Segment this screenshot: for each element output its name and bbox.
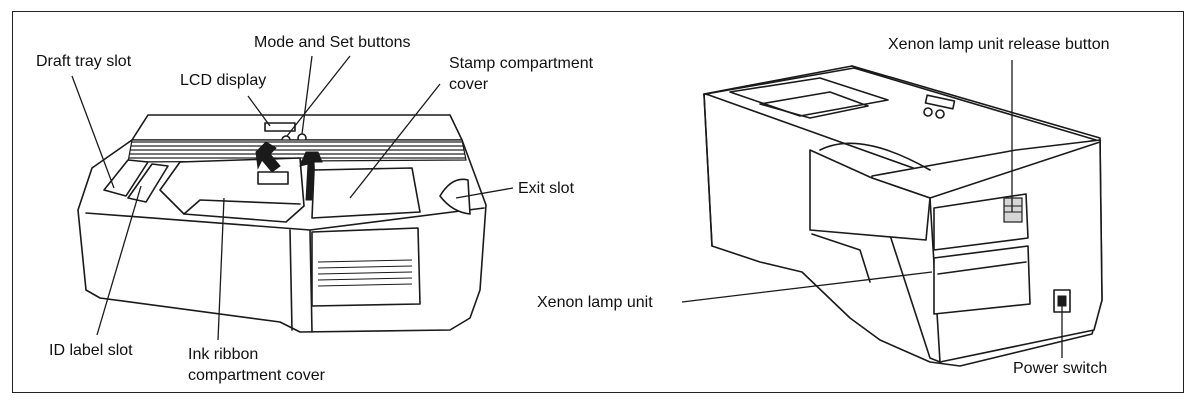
left-printer-illustration (77, 114, 487, 333)
lamp-release-button-icon (1003, 197, 1023, 223)
lamp-unit-shape (933, 245, 1031, 315)
lcd-display-window (264, 122, 296, 132)
label-stamp-cover-line2: cover (449, 76, 489, 93)
lift-arrow-icon-2 (299, 151, 323, 201)
right-leader-lines (681, 60, 1063, 358)
label-ink-ribbon-line1: Ink ribbon (188, 346, 259, 363)
label-draft-tray-slot: Draft tray slot (36, 53, 132, 70)
label-id-label-slot: ID label slot (49, 342, 133, 359)
lift-arrow-icon (255, 141, 281, 173)
label-exit-slot: Exit slot (518, 180, 575, 197)
label-lcd-display: LCD display (180, 72, 267, 89)
exit-slot-shape (439, 178, 471, 215)
right-printer-illustration (703, 65, 1103, 367)
id-label-slot-shape (127, 163, 169, 203)
label-power-switch: Power switch (1013, 360, 1108, 377)
label-mode-set-buttons: Mode and Set buttons (254, 34, 411, 51)
label-stamp-cover-line1: Stamp compartment (449, 55, 594, 72)
figure-frame (12, 11, 1184, 393)
draft-tray-slot-shape (103, 159, 149, 197)
label-lamp-unit: Xenon lamp unit (537, 294, 653, 311)
label-ink-ribbon-line2: compartment cover (188, 367, 325, 384)
lcd-display-right (924, 94, 956, 110)
label-lamp-release-button: Xenon lamp unit release button (888, 36, 1110, 53)
left-leader-lines (71, 55, 514, 341)
